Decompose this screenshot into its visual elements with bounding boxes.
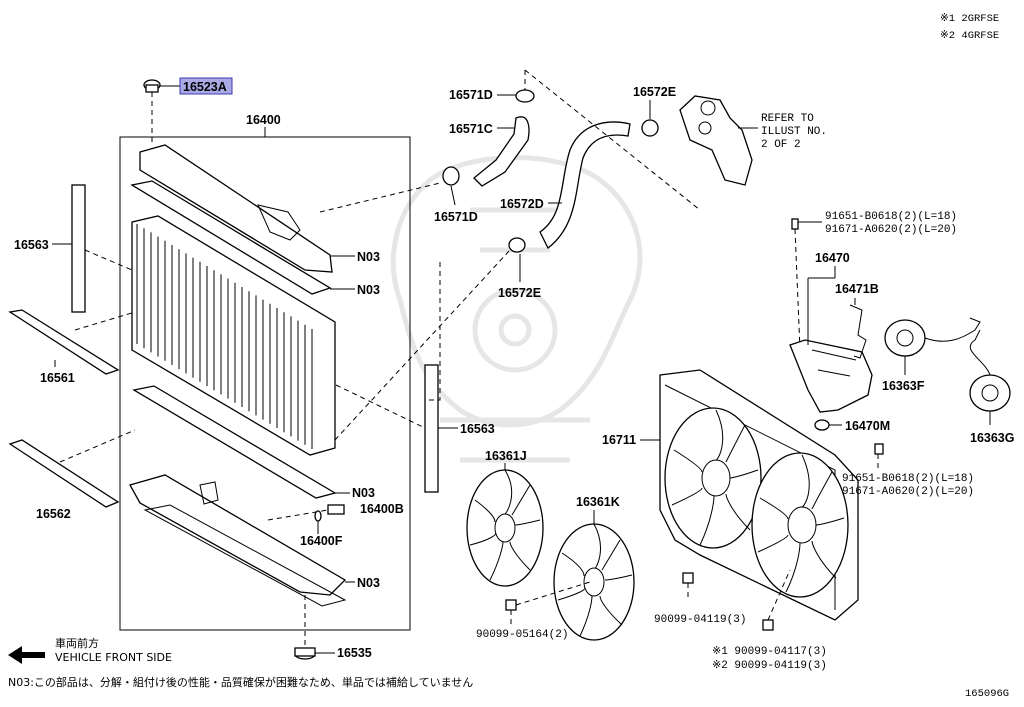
engine-note-2: ※2 4GRFSE: [940, 30, 999, 42]
drain-cock-16400B[interactable]: 16400B: [267, 502, 404, 521]
label-n03-lower-tank: N03: [357, 576, 380, 590]
reservoir-16470[interactable]: 16470: [789, 251, 873, 413]
label-90099-04117-note1: ※1 90099-04117(3): [712, 646, 827, 658]
water-outlet-ref[interactable]: REFER TO ILLUST NO. 2 OF 2: [679, 95, 827, 186]
cap-16523A[interactable]: 16523A: [143, 77, 233, 145]
label-16363G: 16363G: [970, 431, 1014, 445]
front-side-jp: 車両前方: [55, 636, 99, 650]
footnote-n03: N03:この部品は、分解・組付け後の性能・品質確保が困難なため、単品では補給して…: [8, 675, 473, 689]
engine-note-1: ※1 2GRFSE: [940, 13, 999, 25]
motor-16363F[interactable]: 16363F: [882, 317, 981, 393]
label-n03-upper-gasket: N03: [357, 283, 380, 297]
label-16572E-bottom: 16572E: [498, 286, 541, 300]
label-90099-04119-note2: ※2 90099-04119(3): [712, 660, 827, 672]
bolt-lower-2: 91671-A0620(2)(L=20): [842, 486, 974, 498]
label-16535: 16535: [337, 646, 372, 660]
upper-gasket: [130, 180, 332, 295]
arrow-left-icon: [8, 646, 45, 664]
clamp-16571D-top[interactable]: 16571D: [449, 88, 535, 103]
seal-16561[interactable]: 16561: [8, 309, 136, 385]
grommet-16470M[interactable]: 16470M: [814, 419, 890, 433]
label-16470: 16470: [815, 251, 850, 265]
vehicle-front-indicator: 車両前方 VEHICLE FRONT SIDE: [8, 636, 172, 664]
seal-16563-right[interactable]: 16563: [335, 364, 495, 493]
label-16572E-top: 16572E: [633, 85, 676, 99]
refer-line-1: REFER TO: [761, 113, 814, 125]
bolt-upper-2: 91671-A0620(2)(L=20): [825, 224, 957, 236]
label-16400: 16400: [246, 113, 281, 127]
clamp-16572E-top[interactable]: 16572E: [633, 85, 676, 137]
highlight-box: [179, 77, 233, 95]
support-cushion-16535[interactable]: 16535: [294, 595, 372, 660]
bolt-90099-04117[interactable]: ※1 90099-04117(3) ※2 90099-04119(3): [712, 569, 827, 672]
label-16571D-top: 16571D: [449, 88, 493, 102]
front-side-en: VEHICLE FRONT SIDE: [55, 651, 172, 664]
bolt-upper-1: 91651-B0618(2)(L=18): [825, 211, 957, 223]
label-16471B: 16471B: [835, 282, 879, 296]
hose-16571C[interactable]: 16571C: [449, 116, 530, 187]
label-n03-lower-gasket: N03: [352, 486, 375, 500]
label-16563-right: 16563: [460, 422, 495, 436]
bolt-90099-04119[interactable]: 90099-04119(3): [654, 572, 746, 626]
fan-16361J[interactable]: 16361J: [466, 449, 544, 587]
figure-id: 165096G: [965, 688, 1009, 700]
label-16711: 16711: [602, 433, 636, 447]
seal-16562[interactable]: 16562: [8, 429, 136, 521]
label-16572D: 16572D: [500, 197, 544, 211]
label-16561: 16561: [40, 371, 75, 385]
upper-tank: [139, 144, 333, 273]
nut-90099-05164[interactable]: 90099-05164(2): [476, 581, 591, 641]
label-16363F: 16363F: [882, 379, 925, 393]
bolts-upper[interactable]: 91651-B0618(2)(L=18) 91671-A0620(2)(L=20…: [791, 211, 957, 351]
label-16562: 16562: [36, 507, 71, 521]
shroud-16711[interactable]: 16711: [602, 369, 859, 621]
lower-tank-gasket: [143, 504, 347, 607]
bolts-lower[interactable]: 91651-B0618(2)(L=18) 91671-A0620(2)(L=20…: [842, 443, 974, 498]
label-16361K: 16361K: [576, 495, 620, 509]
hose-16572D[interactable]: 16572D: [500, 121, 631, 249]
label-n03-upper-tank: N03: [357, 250, 380, 264]
clamp-16571D-bottom[interactable]: 16571D: [434, 166, 478, 224]
label-90099-05164: 90099-05164(2): [476, 629, 568, 641]
bolt-lower-1: 91651-B0618(2)(L=18): [842, 473, 974, 485]
clamp-16572E-bottom[interactable]: 16572E: [498, 237, 541, 300]
motor-16363G[interactable]: 16363G: [969, 329, 1014, 445]
label-16571C: 16571C: [449, 122, 493, 136]
fan-16361K[interactable]: 16361K: [553, 495, 635, 641]
radiator-assembly-16400[interactable]: 16400 16523A N03 N03 N: [119, 77, 411, 631]
lower-tank: [129, 474, 347, 596]
label-90099-04119: 90099-04119(3): [654, 614, 746, 626]
label-16400B: 16400B: [360, 502, 404, 516]
bracket-16471B[interactable]: 16471B: [835, 282, 879, 359]
refer-line-3: 2 OF 2: [761, 139, 801, 151]
core-fins: [136, 224, 313, 449]
label-16523A: 16523A: [183, 80, 227, 94]
label-16361J: 16361J: [485, 449, 527, 463]
o-ring-16400F[interactable]: 16400F: [300, 510, 343, 548]
label-16563-left: 16563: [14, 238, 49, 252]
label-16400F: 16400F: [300, 534, 343, 548]
refer-line-2: ILLUST NO.: [761, 126, 827, 138]
label-16470M: 16470M: [845, 419, 890, 433]
label-16571D-bottom: 16571D: [434, 210, 478, 224]
seal-16563-left[interactable]: 16563: [14, 184, 133, 313]
